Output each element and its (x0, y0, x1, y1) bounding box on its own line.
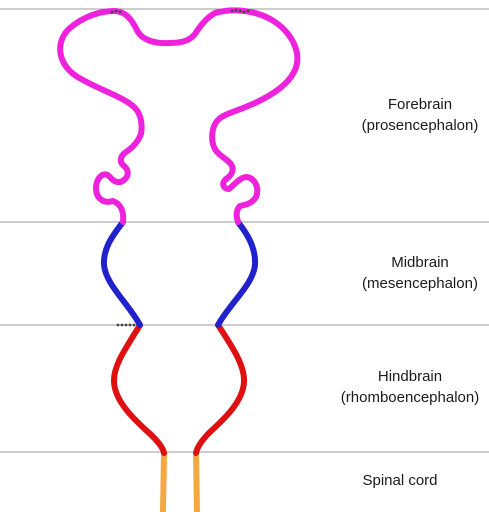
midbrain-left-wall (104, 222, 140, 325)
hindbrain-name: Hindbrain (310, 366, 489, 387)
spinal-cord-left-wall (163, 453, 164, 512)
spinal-cord-outline (163, 453, 197, 512)
midbrain-right-wall (218, 222, 255, 325)
forebrain-latin-name: (prosencephalon) (325, 115, 489, 136)
hindbrain-left-wall (114, 325, 164, 453)
spinal-cord-label: Spinal cord (305, 470, 489, 491)
hindbrain-latin-name: (rhomboencephalon) (310, 387, 489, 408)
midbrain-label: Midbrain (mesencephalon) (325, 252, 489, 294)
spinal-cord-right-wall (196, 453, 197, 512)
hindbrain-outline (114, 325, 244, 453)
midbrain-outline (104, 222, 255, 325)
midbrain-latin-name: (mesencephalon) (325, 273, 489, 294)
forebrain-name: Forebrain (325, 94, 489, 115)
midbrain-name: Midbrain (325, 252, 489, 273)
hindbrain-right-wall (196, 325, 244, 453)
forebrain-label: Forebrain (prosencephalon) (325, 94, 489, 136)
spinal-cord-name: Spinal cord (305, 470, 489, 491)
hindbrain-label: Hindbrain (rhomboencephalon) (310, 366, 489, 408)
seam-marks (111, 9, 250, 327)
forebrain-outline (60, 10, 297, 222)
forebrain-left-wall (60, 10, 297, 222)
